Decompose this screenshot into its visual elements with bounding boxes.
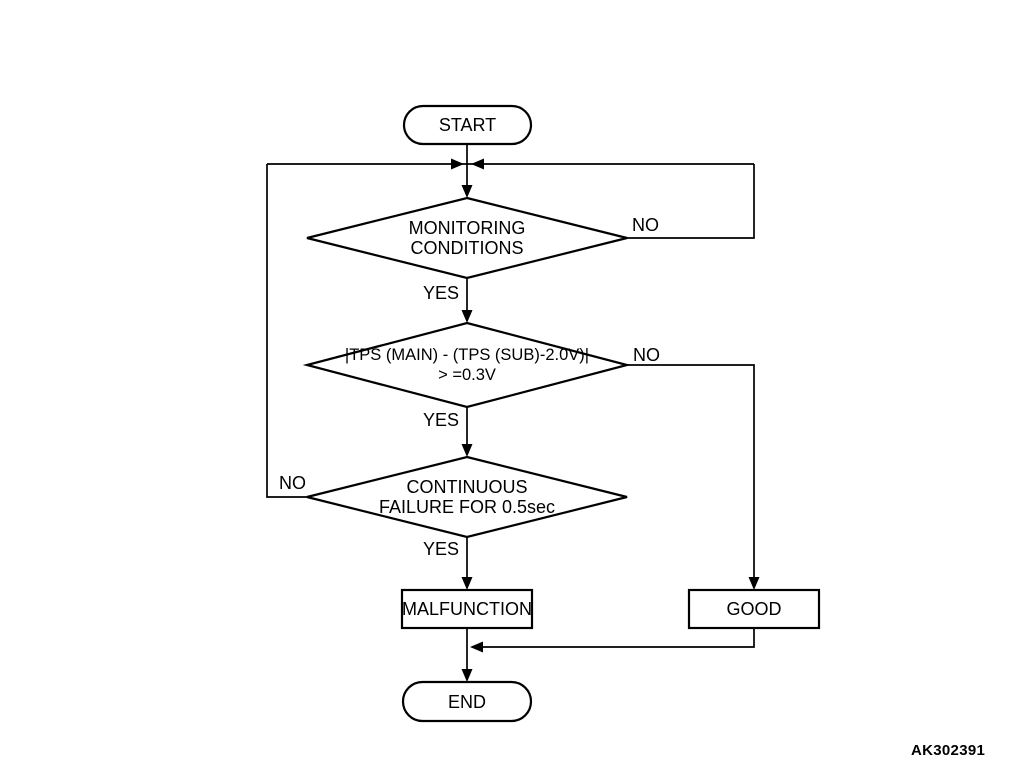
arrowhead-into-end-icon [461, 669, 473, 682]
monitoring-yes-label: YES [422, 283, 459, 303]
arrowhead-junction-right-icon [451, 158, 464, 170]
monitoring-no-label: NO [632, 215, 659, 235]
tps-decision-line1: |TPS (MAIN) - (TPS (SUB)-2.0V)| [344, 346, 590, 364]
arrowhead-into-monitoring-icon [461, 185, 473, 198]
start-node-label: START [438, 115, 497, 135]
continuous-yes-label: YES [422, 539, 459, 559]
end-node-label: END [447, 691, 486, 712]
continuous-decision-line2: FAILURE FOR 0.5sec [378, 497, 556, 517]
continuous-no-label: NO [279, 473, 306, 493]
arrowhead-merge-left-icon [470, 641, 483, 653]
continuous-decision-label: CONTINUOUS FAILURE FOR 0.5sec [317, 477, 617, 517]
continuous-decision-line1: CONTINUOUS [406, 477, 528, 497]
figure-code: AK302391 [911, 742, 986, 759]
monitoring-decision-label: MONITORING CONDITIONS [317, 218, 617, 258]
tps-yes-label: YES [422, 410, 459, 430]
tps-no-label: NO [633, 345, 660, 365]
tps-decision-line2: > =0.3V [438, 366, 496, 384]
edge-good-to-end [483, 628, 755, 648]
malfunction-node-label: MALFUNCTION [402, 599, 532, 619]
edge-continuous-no [266, 164, 307, 498]
edge-tps-no [627, 364, 755, 578]
monitoring-decision-line1: MONITORING [408, 218, 526, 238]
edge-monitoring-no [627, 164, 755, 239]
tps-decision-label: |TPS (MAIN) - (TPS (SUB)-2.0V)| > =0.3V [307, 345, 627, 385]
arrowhead-into-good-icon [748, 577, 760, 590]
monitoring-decision-line2: CONDITIONS [410, 238, 524, 258]
good-node-label: GOOD [726, 599, 782, 619]
arrowhead-into-malfunction-icon [461, 577, 473, 590]
arrowhead-into-continuous-icon [461, 444, 473, 457]
arrowhead-into-tps-icon [461, 310, 473, 323]
arrowhead-junction-left-icon [471, 158, 484, 170]
